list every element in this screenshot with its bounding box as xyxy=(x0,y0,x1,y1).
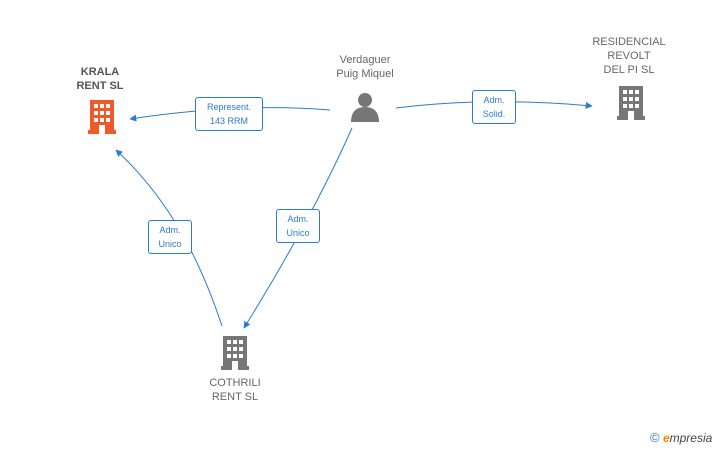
building-icon[interactable] xyxy=(88,100,116,134)
person-icon[interactable] xyxy=(351,93,379,122)
copyright-icon: © xyxy=(650,430,660,445)
edge-label-adm-unico-cothrili: Adm. Unico xyxy=(276,209,320,243)
edge-label-adm-unico-krala: Adm. Unico xyxy=(148,220,192,254)
node-label-verdaguer[interactable]: Verdaguer Puig Miquel xyxy=(336,54,394,80)
building-icon[interactable] xyxy=(221,336,249,370)
brand-name: mpresia xyxy=(669,431,713,445)
brand-logo: © empresia xyxy=(650,430,712,445)
node-label-krala[interactable]: KRALA RENT SL xyxy=(76,66,124,92)
node-label-cothrili[interactable]: COTHRILI RENT SL xyxy=(209,377,261,403)
building-icon[interactable] xyxy=(617,86,645,120)
brand-initial: e xyxy=(662,431,670,445)
edge-label-adm-solid: Adm. Solid. xyxy=(472,90,516,124)
node-label-residencial[interactable]: RESIDENCIAL REVOLT DEL PI SL xyxy=(592,36,666,76)
edge-label-represent: Represent. 143 RRM xyxy=(195,97,263,131)
